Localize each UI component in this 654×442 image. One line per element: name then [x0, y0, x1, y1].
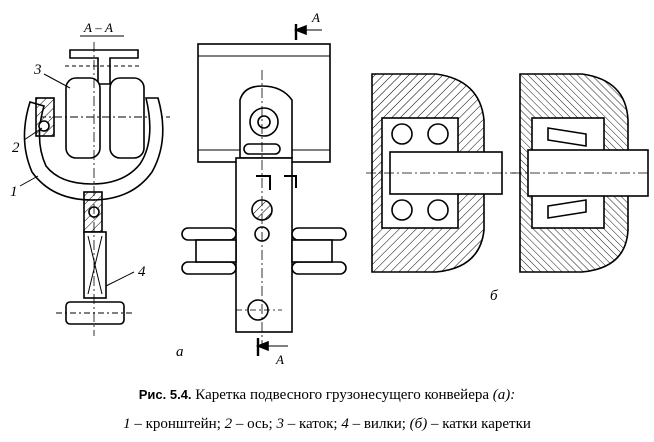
legend-b-text: – катки каретки	[430, 416, 531, 432]
legend-text: – каток;	[287, 416, 338, 432]
label-3: 3	[33, 62, 42, 78]
figure-number: Рис. 5.4.	[138, 387, 192, 402]
legend-num: 2	[224, 416, 233, 432]
figure-title-ref: (а):	[492, 387, 516, 403]
section-title: А – А	[83, 20, 113, 35]
legend-text: – кронштейн;	[134, 416, 221, 432]
figure-caption: Рис. 5.4. Каретка подвесного грузонесуще…	[0, 387, 654, 404]
label-2: 2	[12, 140, 20, 156]
legend-text: – вилки;	[352, 416, 406, 432]
section-a-a-view: А – А	[19, 20, 170, 336]
legend-num: 1	[123, 416, 131, 432]
section-arrow-bottom-label: А	[275, 352, 284, 367]
label-view-a: а	[176, 344, 184, 360]
label-view-b: б	[490, 288, 498, 304]
legend-num: 4	[341, 416, 349, 432]
figure-legend: 1 – кронштейн; 2 – ось; 3 – каток; 4 – в…	[0, 416, 654, 433]
section-arrow-top-label: А	[311, 10, 320, 25]
legend-num: 3	[276, 416, 284, 432]
legend-b-ref: (б)	[409, 416, 428, 432]
label-4: 4	[138, 264, 146, 280]
figure-title: Каретка подвесного грузонесущего конвейе…	[195, 387, 490, 403]
label-1: 1	[10, 184, 18, 200]
carriage-rollers-view-b	[366, 73, 650, 273]
carriage-side-view	[181, 24, 347, 356]
legend-text: – ось;	[235, 416, 273, 432]
